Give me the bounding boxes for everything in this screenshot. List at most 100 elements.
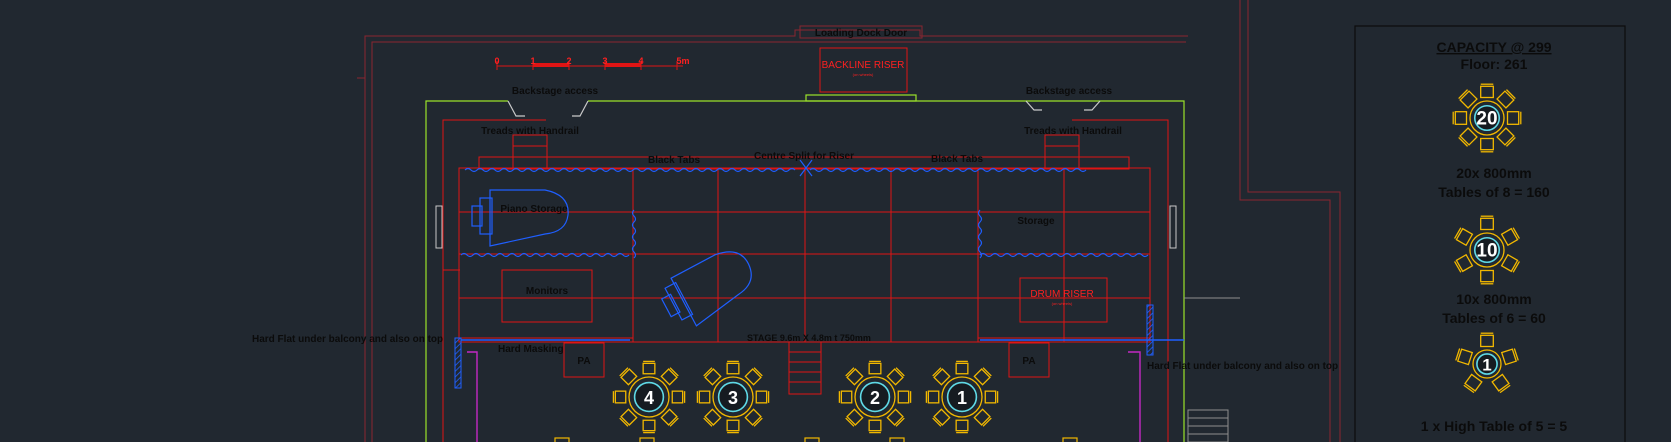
black-tabs-curtain <box>460 167 1149 259</box>
treads-left <box>512 134 548 170</box>
capacity-text: CAPACITY @ 299 Floor: 261 20x 800mm Tabl… <box>1421 39 1568 434</box>
chair-icon <box>1491 373 1511 394</box>
chair-icon <box>868 360 882 375</box>
group-1-line2: Tables of 8 = 160 <box>1438 184 1550 200</box>
round-table-3: 3 <box>696 360 770 434</box>
table-top <box>941 376 983 418</box>
chair-icon <box>886 367 905 386</box>
table-number: 1 <box>1482 356 1491 375</box>
chair-icon <box>642 360 656 375</box>
chair-icon <box>1480 269 1494 285</box>
chair-icon <box>955 360 969 375</box>
chair-icon <box>897 390 912 404</box>
table-top <box>712 376 754 418</box>
chair-icon <box>1062 437 1078 442</box>
chair-icon <box>1506 111 1522 125</box>
monitors-box <box>501 269 593 323</box>
monitors-label: Monitors <box>526 286 569 297</box>
chair-icon <box>696 390 711 404</box>
table-top <box>628 376 670 418</box>
chair-icon <box>671 390 686 404</box>
pa-right-box <box>1008 342 1050 378</box>
backstage-left-label: Backstage access <box>512 86 599 97</box>
chair-icon <box>1458 127 1478 147</box>
drum-riser-sub: (on wheels) <box>1052 301 1073 306</box>
building-outline <box>357 0 1341 442</box>
chair-icon <box>1500 348 1519 366</box>
chair-icon <box>1496 127 1516 147</box>
backstage-boundary <box>442 119 1169 442</box>
chair-icon <box>1500 253 1520 273</box>
hard-flat-right-label: Hard Flat under balcony and also on top <box>1147 361 1338 372</box>
chair-icon <box>845 367 864 386</box>
backline-riser-label: BACKLINE RISER <box>822 60 905 71</box>
chair-icon <box>1480 137 1494 153</box>
chair-icon <box>925 390 940 404</box>
chair-icon <box>1480 83 1494 99</box>
hard-flat-left-label: Hard Flat under balcony and also on top <box>252 334 443 345</box>
chair-icon <box>1496 89 1516 109</box>
capacity-title: CAPACITY @ 299 <box>1436 39 1551 55</box>
treads-left-label: Treads with Handrail <box>481 126 579 137</box>
table-number: 2 <box>870 388 880 408</box>
scale-tick-label: 2 <box>566 56 571 66</box>
table-number-ring <box>1473 104 1501 132</box>
chair-icon <box>639 437 655 442</box>
table-number-ring <box>633 381 665 413</box>
black-tabs-right-label: Black Tabs <box>931 154 983 165</box>
chair-icon <box>1454 227 1474 247</box>
table-number: 4 <box>644 388 654 408</box>
backline-riser-box <box>819 47 908 93</box>
chair-icon <box>868 419 882 434</box>
chair-icon <box>1454 253 1474 273</box>
group-1-line1: 20x 800mm <box>1456 165 1532 181</box>
chair-icon <box>932 408 951 427</box>
group-2-line1: 10x 800mm <box>1456 291 1532 307</box>
capacity-table-2: 10 <box>1454 215 1520 285</box>
stage-dims-label: STAGE 9.6m X 4.8m t 750mm <box>747 333 871 343</box>
loading-dock-frame <box>799 25 923 39</box>
chair-icon <box>1500 227 1520 247</box>
storage-label: Storage <box>1017 216 1055 227</box>
chair-icon <box>619 408 638 427</box>
chair-icon <box>726 419 740 434</box>
drum-riser-label: DRUM RISER <box>1030 289 1093 300</box>
scale-tick-label: 0 <box>494 56 499 66</box>
piano-icon <box>471 189 569 247</box>
drum-riser-box <box>1019 277 1108 323</box>
chair-icon <box>845 408 864 427</box>
pa-left-box <box>563 342 605 378</box>
plan-labels: Loading Dock Door BACKLINE RISER (on whe… <box>252 28 1338 372</box>
scale-tick-label: 5m <box>676 56 689 66</box>
table-top <box>1472 349 1502 379</box>
group-2-line2: Tables of 6 = 60 <box>1442 310 1546 326</box>
scale-tick-label: 3 <box>602 56 607 66</box>
centre-split-label: Centre Split for Riser <box>754 151 854 162</box>
chair-icon <box>744 408 763 427</box>
black-tabs-left-label: Black Tabs <box>648 155 700 166</box>
table-number-ring <box>1476 353 1498 375</box>
pa-right-label: PA <box>1022 356 1035 367</box>
loading-dock-label: Loading Dock Door <box>815 28 907 39</box>
chair-icon <box>1452 111 1468 125</box>
chair-icon <box>973 367 992 386</box>
chair-icon <box>804 437 820 442</box>
chair-icon <box>1463 373 1483 394</box>
table-top <box>1469 232 1505 268</box>
chair-icon <box>889 437 905 442</box>
table-top <box>1469 100 1505 136</box>
chair-icon <box>1458 89 1478 109</box>
chair-icon <box>612 390 627 404</box>
chair-icon <box>642 419 656 434</box>
chair-icon <box>619 367 638 386</box>
group-3-line2: 1 x High Table of 5 = 5 <box>1421 418 1568 434</box>
backstage-doors <box>507 100 1101 117</box>
capacity-table-3: 1 <box>1455 332 1519 394</box>
chair-icon <box>726 360 740 375</box>
piano-storage-label: Piano Storage <box>500 204 568 215</box>
chair-icon <box>744 367 763 386</box>
table-number-ring <box>946 381 978 413</box>
